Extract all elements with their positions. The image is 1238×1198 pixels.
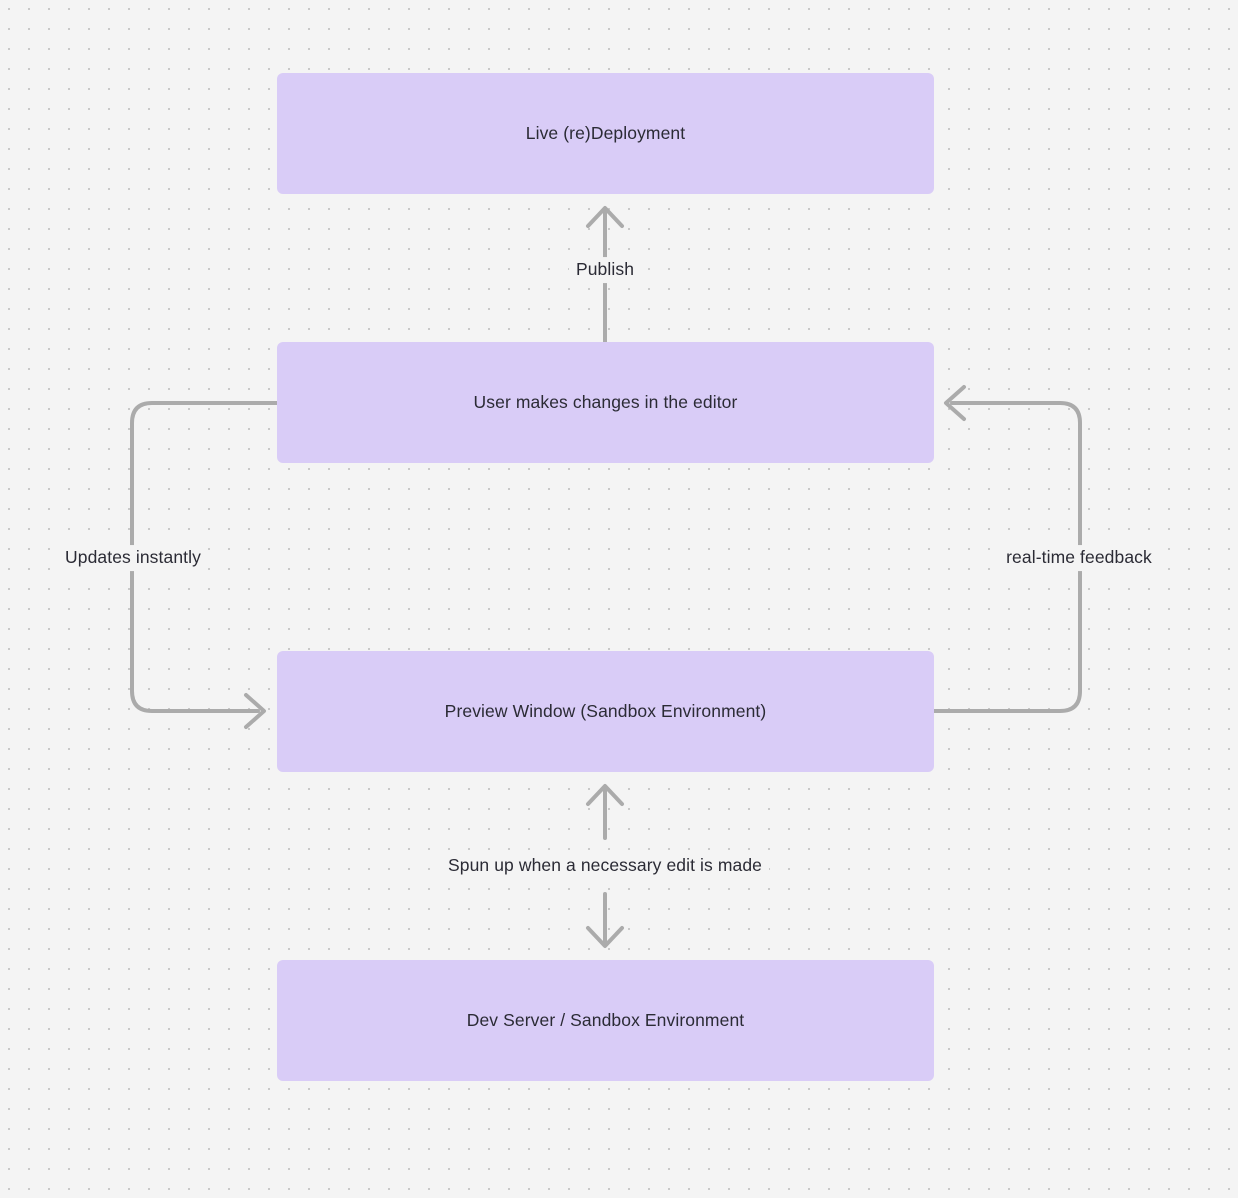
arrowhead-down-icon xyxy=(586,926,624,948)
node-label-user-edits: User makes changes in the editor xyxy=(473,392,738,413)
node-live-deployment[interactable]: Live (re)Deployment xyxy=(277,73,934,194)
node-label-live-deployment: Live (re)Deployment xyxy=(525,123,686,144)
arrowhead-left-icon xyxy=(944,385,966,421)
arrowhead-right-icon xyxy=(244,693,266,729)
node-dev-server[interactable]: Dev Server / Sandbox Environment xyxy=(277,960,934,1081)
edge-label-publish: Publish xyxy=(568,257,642,283)
edge-label-spun-up: Spun up when a necessary edit is made xyxy=(440,853,770,879)
node-label-preview-window: Preview Window (Sandbox Environment) xyxy=(444,701,767,722)
arrowhead-up-icon xyxy=(586,206,624,228)
edge-label-real-time-feedback: real-time feedback xyxy=(999,545,1159,571)
arrowhead-up-icon xyxy=(586,784,624,806)
node-label-dev-server: Dev Server / Sandbox Environment xyxy=(466,1010,745,1031)
node-user-edits[interactable]: User makes changes in the editor xyxy=(277,342,934,463)
edge-label-updates-instantly: Updates instantly xyxy=(58,545,208,571)
node-preview-window[interactable]: Preview Window (Sandbox Environment) xyxy=(277,651,934,772)
